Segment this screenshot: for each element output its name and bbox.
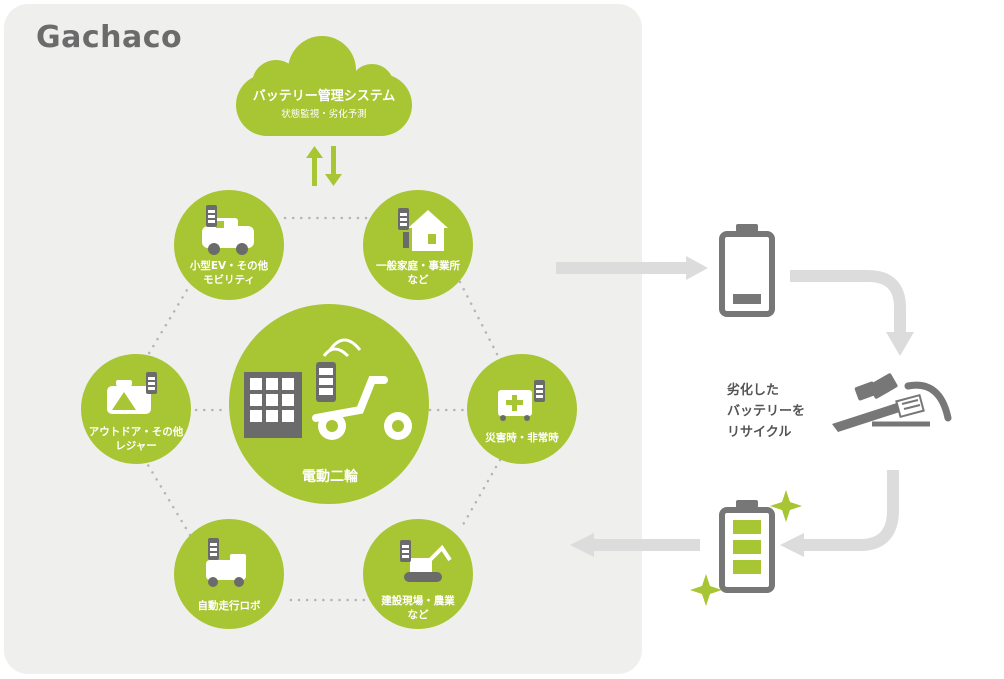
low-battery-icon: [719, 224, 775, 317]
gachaco-logo: Gachaco: [36, 20, 183, 55]
node-label-robot: 自動走行ロボ: [197, 600, 261, 612]
node-label-disaster: 災害時・非常時: [485, 432, 559, 444]
cloud-title: バッテリー管理システム: [252, 89, 396, 104]
cloud-subtitle: 状態監視・劣化予測: [281, 109, 367, 120]
arrowheads: [570, 256, 914, 557]
full-battery-icon: [719, 500, 775, 593]
cloud-shape: [236, 36, 412, 136]
small-ev-icon: [202, 205, 254, 255]
recycled-parts-icon: [832, 373, 952, 432]
outdoor-icon: [107, 372, 157, 414]
excavator-icon: [400, 540, 452, 582]
node-label-outdoor: アウトドア・その他レジャー: [88, 426, 184, 452]
battery-management-system-label: バッテリー管理システム 状態監視・劣化予測: [236, 88, 412, 122]
delivery-robot-icon: [206, 538, 246, 587]
dotted-ring: [143, 216, 502, 602]
scooter-station-icon: [244, 338, 412, 440]
recycle-label: 劣化した バッテリーを リサイクル: [727, 383, 806, 440]
sparkle-icon: [690, 490, 802, 606]
house-icon: [398, 208, 448, 251]
center-label-electric-motorcycle: 電動二輪: [302, 469, 358, 485]
node-label-small-ev: 小型EV・その他モビリティ: [189, 260, 269, 286]
recycle-arrows: [556, 262, 906, 551]
sync-arrows-icon: [306, 146, 342, 186]
emergency-kit-icon: [498, 380, 545, 421]
node-label-home-office: 一般家庭・事業所など: [376, 260, 460, 286]
node-label-construction: 建設現場・農業など: [381, 595, 455, 621]
